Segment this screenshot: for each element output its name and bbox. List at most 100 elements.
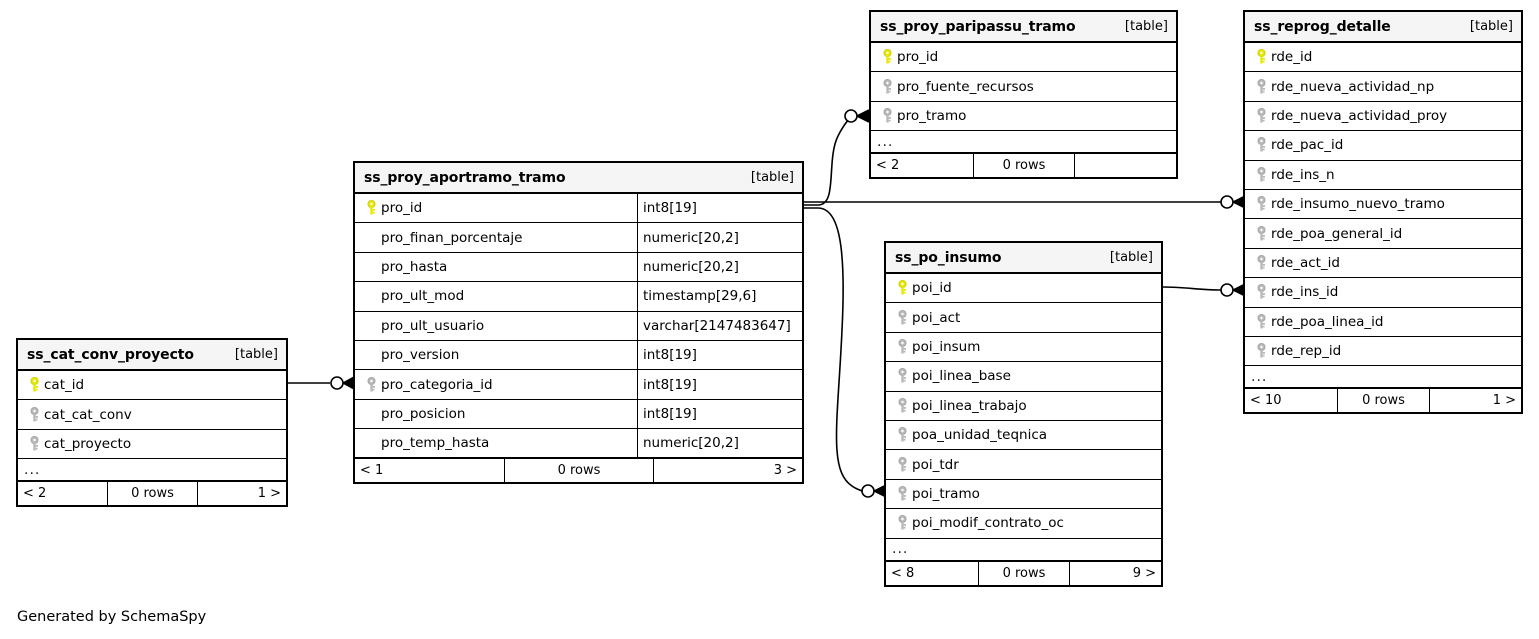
table-ss_cat_conv_proyecto[interactable]: ss_cat_conv_proyecto [table] cat_id cat_… — [16, 338, 288, 508]
foreign-key-icon — [892, 368, 912, 384]
column-name: pro_id — [381, 200, 423, 217]
column-name: rde_rep_id — [1271, 343, 1342, 360]
table-row[interactable]: pro_finan_porcentaje numeric[20,2] — [355, 223, 802, 253]
table-ss_po_insumo[interactable]: ss_po_insumo [table] poi_id poi_act — [884, 241, 1163, 587]
column-cell: rde_id — [1245, 43, 1521, 71]
column-cell: rde_insumo_nuevo_tramo — [1245, 190, 1521, 218]
table-row[interactable]: poi_linea_base — [886, 362, 1161, 392]
column-name: rde_id — [1271, 49, 1313, 66]
footer-prev-count[interactable]: < 8 — [891, 565, 915, 581]
table-row[interactable]: pro_temp_hasta numeric[20,2] — [355, 429, 802, 459]
table-ss_reprog_detalle[interactable]: ss_reprog_detalle [table] rde_id rde_nue… — [1243, 10, 1523, 415]
table-row[interactable]: rde_act_id — [1245, 249, 1521, 279]
table-row[interactable]: rde_ins_id — [1245, 278, 1521, 308]
column-name: rde_insumo_nuevo_tramo — [1271, 196, 1445, 213]
table-row[interactable]: rde_insumo_nuevo_tramo — [1245, 190, 1521, 220]
table-title: ss_po_insumo — [895, 249, 1002, 266]
footer-row-count: 0 rows — [107, 482, 196, 506]
column-cell: pro_version — [355, 341, 637, 369]
footer-next-count[interactable]: 1 > — [196, 482, 286, 506]
table-header[interactable]: ss_proy_paripassu_tramo [table] — [871, 12, 1176, 43]
footer-prev-count[interactable]: < 2 — [876, 158, 900, 174]
table-row[interactable]: pro_ult_usuario varchar[2147483647] — [355, 311, 802, 341]
table-row[interactable]: pro_posicion int8[19] — [355, 399, 802, 430]
column-cell: pro_ult_usuario — [355, 312, 637, 340]
footer-next-count[interactable]: 3 > — [653, 458, 802, 482]
table-row[interactable]: poi_linea_trabajo — [886, 392, 1161, 421]
table-ss_proy_paripassu_tramo[interactable]: ss_proy_paripassu_tramo [table] pro_id p… — [869, 10, 1178, 180]
table-footer[interactable]: < 10 0 rows 1 > — [1245, 389, 1521, 413]
table-row[interactable]: poi_modif_contrato_oc — [886, 509, 1161, 539]
footer-next-count[interactable] — [1074, 154, 1176, 178]
table-header[interactable]: ss_cat_conv_proyecto [table] — [18, 340, 286, 371]
foreign-key-icon — [1251, 196, 1271, 212]
more-columns-ellipsis: ... — [18, 459, 286, 483]
column-name: rde_nueva_actividad_proy — [1271, 107, 1448, 124]
table-header[interactable]: ss_po_insumo [table] — [886, 243, 1161, 274]
table-row[interactable]: poi_act — [886, 303, 1161, 333]
table-ss_proy_aportramo_tramo[interactable]: ss_proy_aportramo_tramo [table] pro_id i… — [353, 161, 804, 484]
table-row[interactable]: pro_categoria_id int8[19] — [355, 370, 802, 400]
table-row[interactable]: cat_id — [18, 371, 286, 401]
table-footer[interactable]: < 2 0 rows — [871, 154, 1176, 178]
footer-prev-count[interactable]: < 10 — [1250, 393, 1282, 409]
foreign-key-icon — [1251, 107, 1271, 124]
column-name: poi_tdr — [912, 456, 959, 473]
table-row[interactable]: pro_id int8[19] — [355, 194, 802, 224]
table-row[interactable]: rde_rep_id — [1245, 337, 1521, 367]
footer-row-count: 0 rows — [977, 561, 1070, 585]
footer-prev-count[interactable]: < 2 — [23, 486, 47, 502]
table-row[interactable]: poi_insum — [886, 333, 1161, 363]
column-type: int8[19] — [637, 340, 802, 370]
table-footer[interactable]: < 2 0 rows 1 > — [18, 482, 286, 506]
table-row[interactable]: cat_proyecto — [18, 430, 286, 460]
column-cell: rde_poa_general_id — [1245, 219, 1521, 247]
foreign-key-icon — [1251, 343, 1271, 359]
table-row[interactable]: pro_hasta numeric[20,2] — [355, 252, 802, 283]
table-row[interactable]: poa_unidad_teqnica — [886, 421, 1161, 451]
primary-key-icon — [1251, 49, 1271, 65]
table-title: ss_proy_paripassu_tramo — [880, 18, 1076, 35]
table-row[interactable]: pro_ult_mod timestamp[29,6] — [355, 282, 802, 312]
table-row[interactable]: poi_tdr — [886, 450, 1161, 480]
column-cell: pro_id — [355, 194, 637, 222]
relationship-aportramo-to-paripassu — [804, 109, 870, 206]
footer-prev-count[interactable]: < 1 — [360, 462, 384, 478]
table-row[interactable]: rde_poa_linea_id — [1245, 308, 1521, 337]
column-name: cat_id — [44, 377, 85, 394]
table-row[interactable]: pro_id — [871, 43, 1176, 73]
more-columns-ellipsis: ... — [871, 131, 1176, 155]
table-footer[interactable]: < 8 0 rows 9 > — [886, 561, 1161, 585]
table-header[interactable]: ss_proy_aportramo_tramo [table] — [355, 163, 802, 194]
column-name: poi_modif_contrato_oc — [912, 515, 1064, 532]
table-row[interactable]: rde_pac_id — [1245, 131, 1521, 161]
table-row[interactable]: rde_nueva_actividad_proy — [1245, 102, 1521, 132]
column-name: poi_linea_base — [912, 368, 1011, 385]
table-row[interactable]: rde_poa_general_id — [1245, 219, 1521, 249]
table-row[interactable]: poi_id — [886, 274, 1161, 304]
foreign-key-icon — [892, 338, 912, 355]
relationship-aportramo-to-reprog-insumo — [804, 195, 1246, 209]
primary-key-icon — [877, 49, 897, 65]
table-row[interactable]: poi_tramo — [886, 480, 1161, 510]
table-row[interactable]: rde_nueva_actividad_np — [1245, 72, 1521, 102]
table-footer[interactable]: < 1 0 rows 3 > — [355, 458, 802, 482]
column-name: pro_temp_hasta — [381, 434, 490, 451]
footer-next-count[interactable]: 9 > — [1069, 561, 1161, 585]
table-row[interactable]: pro_version int8[19] — [355, 340, 802, 371]
column-cell: rde_nueva_actividad_proy — [1245, 102, 1521, 130]
column-type: numeric[20,2] — [637, 429, 802, 457]
column-name: pro_categoria_id — [381, 376, 493, 393]
table-row[interactable]: pro_fuente_recursos — [871, 72, 1176, 102]
table-row[interactable]: pro_tramo — [871, 102, 1176, 132]
table-kind-label: [table] — [1109, 250, 1153, 265]
column-cell: rde_ins_id — [1245, 278, 1521, 306]
footer-row-count: 0 rows — [972, 154, 1075, 178]
table-row[interactable]: cat_cat_conv — [18, 400, 286, 430]
table-row[interactable]: rde_ins_n — [1245, 161, 1521, 190]
table-row[interactable]: rde_id — [1245, 43, 1521, 73]
foreign-key-icon — [1251, 78, 1271, 95]
table-header[interactable]: ss_reprog_detalle [table] — [1245, 12, 1521, 43]
footer-next-count[interactable]: 1 > — [1429, 389, 1521, 413]
